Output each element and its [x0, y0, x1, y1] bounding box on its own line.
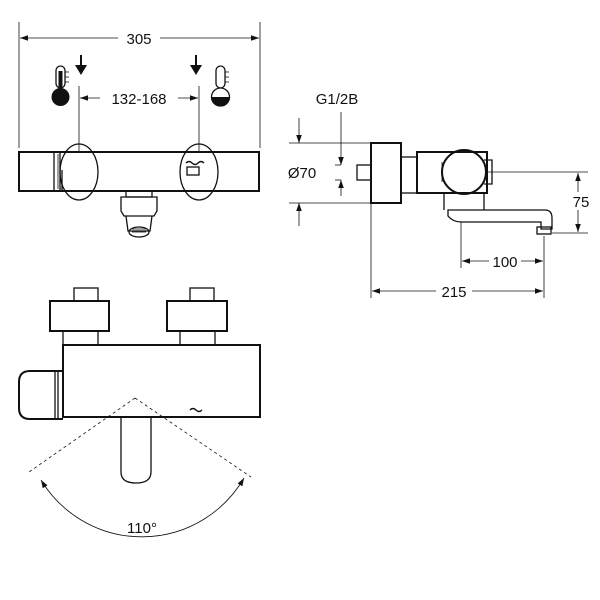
down-arrow-icon [75, 55, 87, 75]
overall-depth-label: 215 [441, 284, 466, 301]
spout [443, 193, 553, 235]
end-cap-top [18, 370, 63, 420]
spout-reach-label: 100 [492, 254, 517, 271]
side-view: G1/2B Ø70 75 [288, 91, 591, 301]
wall-plate [370, 142, 402, 204]
outlet-nozzle [120, 191, 158, 238]
inlet-spacing-label: 132-168 [111, 91, 166, 108]
swivel-arc [40, 477, 245, 538]
top-view: 110° [18, 287, 261, 538]
right-inlet-rosette [179, 143, 219, 201]
button-mark-top [189, 407, 203, 413]
down-arrow-icon [190, 55, 202, 75]
button-symbol [185, 160, 205, 176]
swivel-limit-right [134, 397, 252, 478]
right-handle-top [166, 300, 228, 332]
mixer-body-front [18, 151, 260, 192]
thread-label: G1/2B [316, 91, 359, 108]
control-knob-side [441, 149, 487, 195]
swivel-limit-left [28, 397, 136, 473]
spout-top [120, 417, 152, 484]
spout-height-label: 75 [573, 194, 590, 211]
diameter-label: Ø70 [288, 165, 316, 182]
mixer-body-top [62, 344, 261, 418]
overall-width-label: 305 [126, 31, 151, 48]
front-view: 305 132-168 [18, 22, 261, 238]
mixer-body-side [416, 151, 488, 194]
thermometer-hot-icon [51, 65, 70, 106]
thermometer-cold-icon [210, 65, 231, 107]
left-handle-top [49, 300, 110, 332]
swivel-angle-label: 110° [127, 520, 157, 537]
